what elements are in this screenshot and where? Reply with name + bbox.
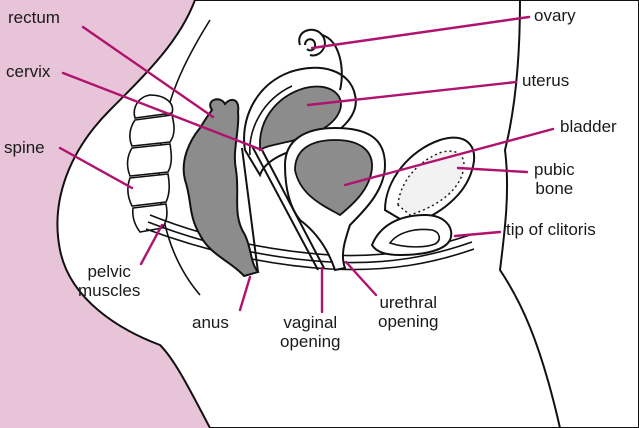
label-spine: spine	[4, 138, 45, 157]
label-pubic-bone-line2: bone	[534, 179, 575, 198]
label-ovary: ovary	[534, 6, 576, 25]
label-anus: anus	[192, 313, 229, 332]
spine-vertebrae	[128, 95, 175, 232]
label-vaginal-opening: vaginal opening	[280, 313, 341, 351]
label-urethral-opening-line1: urethral	[378, 293, 439, 312]
label-vaginal-opening-line2: opening	[280, 332, 341, 351]
label-cervix: cervix	[6, 62, 50, 81]
label-pelvic-muscles-line1: pelvic	[78, 262, 140, 281]
label-pubic-bone-line1: pubic	[534, 160, 575, 179]
label-tip-of-clitoris: tip of clitoris	[506, 220, 596, 239]
label-rectum: rectum	[8, 8, 60, 27]
label-pelvic-muscles: pelvic muscles	[78, 262, 140, 300]
label-pelvic-muscles-line2: muscles	[78, 281, 140, 300]
label-urethral-opening: urethral opening	[378, 293, 439, 331]
label-urethral-opening-line2: opening	[378, 312, 439, 331]
label-bladder: bladder	[560, 117, 617, 136]
label-vaginal-opening-line1: vaginal	[280, 313, 341, 332]
label-uterus: uterus	[522, 71, 569, 90]
label-pubic-bone: pubic bone	[534, 160, 575, 198]
